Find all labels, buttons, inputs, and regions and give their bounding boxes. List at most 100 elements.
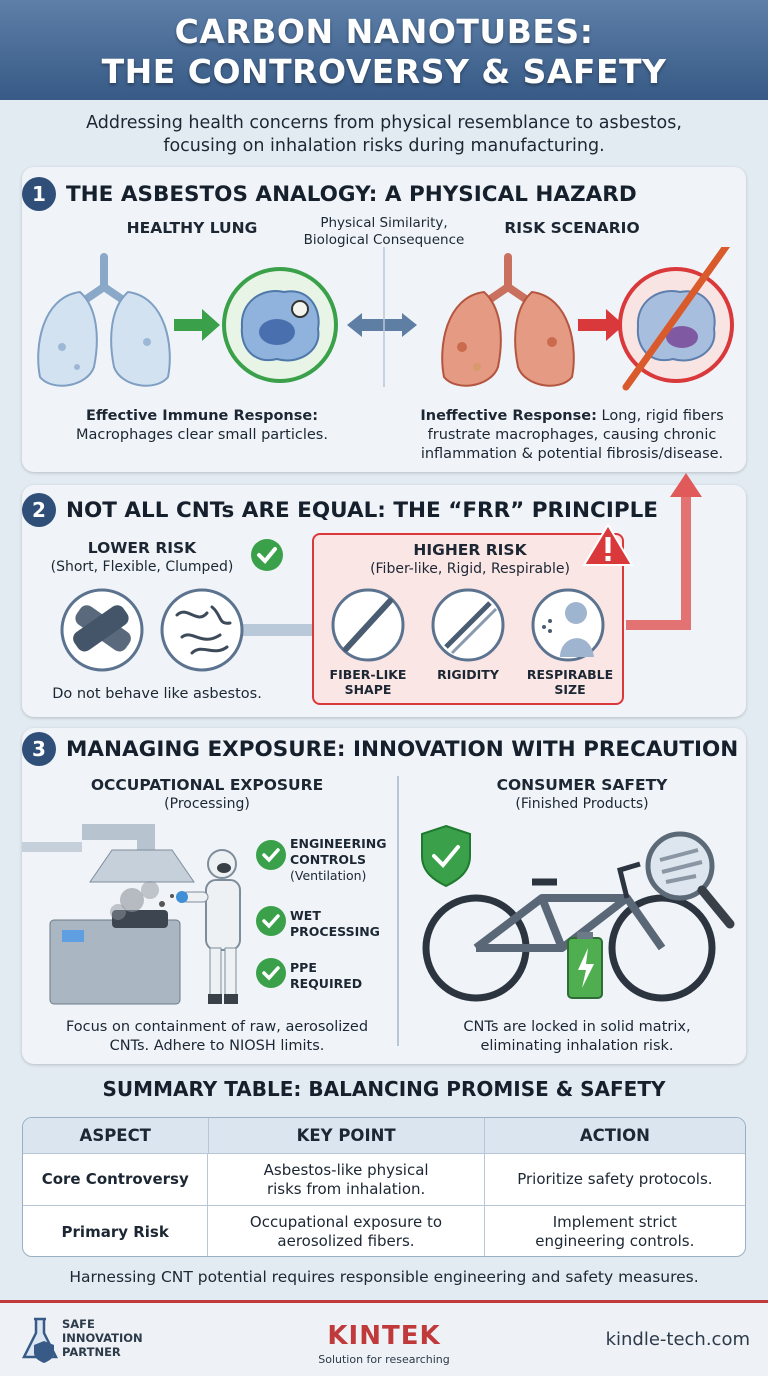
- shield-check-icon: [421, 824, 471, 888]
- rigidity-icon: [431, 588, 505, 662]
- closing-statement: Harnessing CNT potential requires respon…: [69, 1268, 699, 1286]
- consumer-product-illustration: [421, 824, 735, 1002]
- rigidity-label: RIGIDITY: [437, 667, 499, 682]
- healthy-response-bold: Effective Immune Response:: [85, 408, 318, 424]
- section1-number: 1: [22, 177, 56, 211]
- center-line-1: Physical Similarity,: [320, 215, 448, 231]
- section1-heading: 1 THE ASBESTOS ANALOGY: A PHYSICAL HAZAR…: [22, 177, 637, 211]
- resp-line-2: SIZE: [554, 682, 586, 697]
- healthy-lung-label: HEALTHY LUNG: [126, 219, 258, 237]
- lower-risk-sub: (Short, Flexible, Clumped): [50, 559, 234, 575]
- green-arrow-icon: [174, 309, 220, 341]
- table-cell-key-point: Asbestos-like physical risks from inhala…: [208, 1154, 485, 1205]
- ctrl3-line-1: PPE: [290, 960, 317, 975]
- lower-risk-text: Do not behave like asbestos.: [52, 686, 262, 702]
- cons-text-line-2: eliminating inhalation risk.: [480, 1038, 674, 1054]
- table-header-action: ACTION: [484, 1118, 745, 1153]
- consumer-label: CONSUMER SAFETY: [496, 776, 668, 794]
- healthy-response-desc: Macrophages clear small particles.: [76, 427, 328, 443]
- warning-icon: [582, 523, 634, 566]
- table-cell-action: Prioritize safety protocols.: [517, 1170, 713, 1188]
- battery-icon: [567, 932, 603, 999]
- risk-response-bold: Ineffective Response:: [420, 408, 597, 424]
- resp-line-1: RESPIRABLE: [526, 667, 614, 682]
- ctrl2-line-1: WET: [290, 908, 321, 923]
- worker-ppe-icon: [176, 849, 241, 1004]
- section3-divider: [397, 776, 399, 1046]
- escalation-arrow-icon: [626, 473, 702, 630]
- risk-response-line-3: inflammation & potential fibrosis/diseas…: [420, 446, 724, 462]
- summary-title: SUMMARY TABLE: BALANCING PROMISE & SAFET…: [102, 1077, 666, 1101]
- check-icon-ppe: [256, 958, 286, 988]
- clumped-cnt-icon: [60, 588, 144, 672]
- section2-heading: 2 NOT ALL CNTs ARE EQUAL: THE “FRR” PRIN…: [22, 493, 658, 527]
- higher-risk-label: HIGHER RISK: [413, 541, 527, 559]
- higher-risk-sub: (Fiber-like, Rigid, Respirable): [370, 561, 570, 577]
- table-row: Primary Risk Occupational exposure to ae…: [23, 1206, 745, 1256]
- section3-title: MANAGING EXPOSURE: INNOVATION WITH PRECA…: [66, 736, 739, 762]
- occupational-label: OCCUPATIONAL EXPOSURE: [90, 776, 324, 794]
- ctrl1-line-1: ENGINEERING: [290, 836, 387, 851]
- ctrl1-line-3: (Ventilation): [290, 868, 367, 883]
- consumer-text: CNTs are locked in solid matrix, eliminat…: [422, 1018, 732, 1056]
- risk-response-line-2: frustrate macrophages, causing chronic: [427, 427, 717, 443]
- processing-machine-icon: [49, 910, 181, 1005]
- kintek-logo: KINTEK: [327, 1321, 441, 1351]
- table-row: Core Controversy Asbestos-like physical …: [23, 1154, 745, 1206]
- fiber-line-2: SHAPE: [344, 682, 392, 697]
- section3-heading: 3 MANAGING EXPOSURE: INNOVATION WITH PRE…: [22, 732, 738, 766]
- cons-text-line-1: CNTs are locked in solid matrix,: [463, 1019, 691, 1035]
- red-arrow-icon: [578, 309, 624, 341]
- frustrated-macrophage-icon: [618, 247, 734, 391]
- magnifier-icon: [645, 831, 735, 929]
- section-asbestos-analogy: 1 THE ASBESTOS ANALOGY: A PHYSICAL HAZAR…: [22, 167, 746, 472]
- section2-title: NOT ALL CNTs ARE EQUAL: THE “FRR” PRINCI…: [66, 497, 658, 523]
- asbestos-analogy-illustration: [37, 247, 734, 391]
- lower-risk-label: LOWER RISK: [87, 539, 197, 557]
- kintek-tagline: Solution for researching: [318, 1353, 450, 1366]
- table-cell-aspect: Core Controversy: [23, 1154, 209, 1205]
- bidirectional-arrow-icon: [347, 313, 417, 337]
- consumer-sub: (Finished Products): [515, 796, 649, 812]
- page-title: CARBON NANOTUBES:THE CONTROVERSY & SAFET…: [0, 12, 768, 92]
- section3-number: 3: [22, 732, 56, 766]
- table-header-row: ASPECT KEY POINT ACTION: [23, 1118, 745, 1154]
- healthy-response-text: Effective Immune Response: Macrophages cl…: [42, 407, 362, 445]
- summary-table: ASPECT KEY POINT ACTION Core Controversy…: [22, 1117, 746, 1257]
- respirable-size-icon: [531, 588, 605, 662]
- processing-workstation-illustration: [22, 824, 241, 1005]
- website-link[interactable]: kindle-tech.com: [605, 1329, 750, 1350]
- fiber-line-1: FIBER-LIKE: [329, 667, 407, 682]
- check-icon: [251, 539, 283, 571]
- flask-shield-icon: [21, 1317, 59, 1363]
- ventilation-hood-icon: [22, 824, 195, 883]
- badge-line-1: SAFE: [62, 1317, 95, 1331]
- flexible-cnt-icon: [160, 588, 244, 672]
- bicycle-icon: [422, 861, 716, 1002]
- higher-risk-box: HIGHER RISK (Fiber-like, Rigid, Respirab…: [312, 533, 624, 705]
- risk-response-text: Ineffective Response: Long, rigid fibers…: [402, 407, 742, 464]
- intro-line-1: Addressing health concerns from physical…: [86, 113, 682, 133]
- table-header-key-point: KEY POINT: [208, 1118, 485, 1153]
- intro-text: Addressing health concerns from physical…: [0, 112, 768, 158]
- table-cell-aspect: Primary Risk: [23, 1206, 209, 1256]
- healthy-macrophage-icon: [222, 267, 338, 383]
- table-header-aspect: ASPECT: [23, 1118, 209, 1153]
- ctrl1-line-2: CONTROLS: [290, 852, 367, 867]
- lower-risk-particles: [60, 588, 342, 672]
- center-caption: Physical Similarity,Biological Consequen…: [284, 215, 484, 249]
- intro-line-2: focusing on inhalation risks during manu…: [163, 136, 605, 156]
- risk-lung-icon: [441, 253, 575, 387]
- badge-line-3: PARTNER: [62, 1345, 121, 1359]
- occ-text-line-1: Focus on containment of raw, aerosolized: [65, 1019, 369, 1035]
- higher-risk-icons: [331, 588, 605, 662]
- table-cell-action: Implement strict engineering controls.: [535, 1213, 695, 1250]
- check-icon-wet: [256, 906, 286, 936]
- fiber-like-shape-icon: [331, 588, 405, 662]
- section-frr-principle: 2 NOT ALL CNTs ARE EQUAL: THE “FRR” PRIN…: [22, 473, 746, 717]
